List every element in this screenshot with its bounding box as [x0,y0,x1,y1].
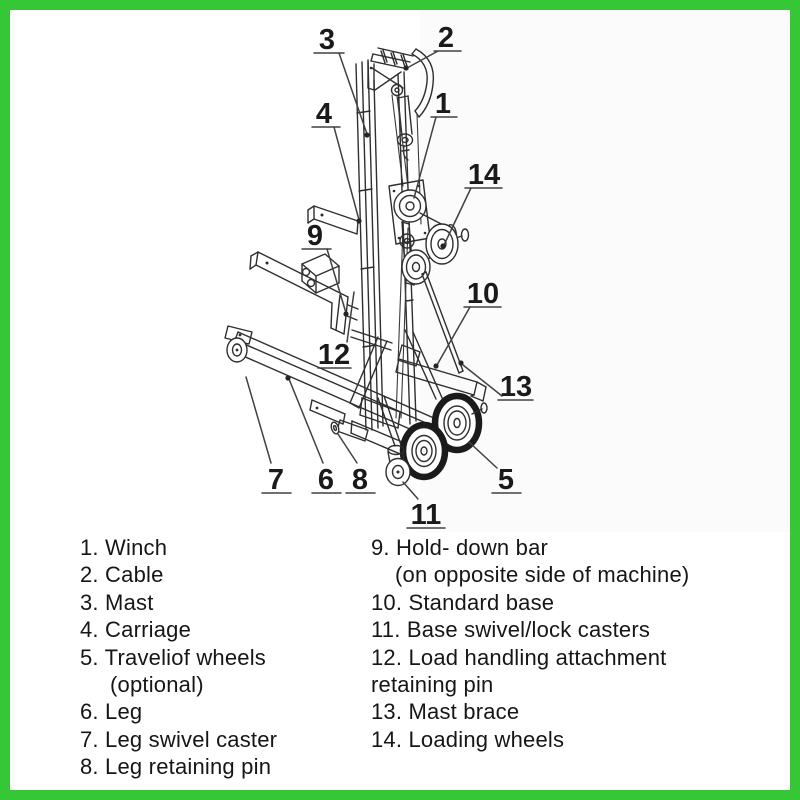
callout-1: 1 [413,88,458,199]
legend-item: 5. Traveliof wheels [80,644,266,670]
legend-item: 6. Leg [80,699,143,725]
legend-right-column: 9. Hold- down bar (on opposite side of m… [371,534,781,753]
svg-text:10: 10 [467,278,499,310]
svg-text:13: 13 [500,371,532,403]
svg-text:12: 12 [318,339,350,371]
load-attachment-drawing [249,251,359,335]
callout-14: 14 [440,159,503,249]
svg-text:3: 3 [319,24,335,56]
callout-2: 2 [403,22,462,71]
svg-text:14: 14 [468,159,500,191]
paper-tint [420,10,790,532]
legend-item: 8. Leg retaining pin [80,754,272,780]
svg-text:9: 9 [307,220,323,252]
svg-text:5: 5 [498,464,514,496]
callouts: 1 2 3 4 5 [245,22,534,531]
legend-item: 14. Loading wheels [371,726,565,752]
machine-drawing [224,47,488,487]
callout-5: 5 [468,441,522,496]
svg-text:11: 11 [411,499,442,531]
legend-left-column: 1. Winch 2. Cable 3. Mast 4. Carriage 5.… [80,534,370,781]
legend-item: 9. Hold- down bar [371,535,549,560]
hold-down-bar-drawing [307,205,359,235]
retaining-pin-drawing [330,421,340,435]
mast-brace-drawing [421,271,464,374]
callout-12: 12 [317,291,355,371]
legend-item-continuation: (on opposite side of machine) [395,562,690,588]
callout-9: 9 [301,220,349,317]
legend-item: 2. Cable [80,562,164,588]
svg-text:1: 1 [435,88,451,120]
svg-text:2: 2 [438,22,454,54]
legend-item: 1. Winch [80,535,168,560]
legend-item-continuation: retaining pin [371,672,494,698]
base-caster-drawing [385,444,411,487]
legend-item: 4. Carriage [80,617,192,643]
callout-6: 6 [285,375,342,496]
svg-text:7: 7 [268,464,284,496]
legend-item: 10. Standard base [371,589,555,615]
base-beam-drawing [395,344,487,402]
legend-item: 3. Mast [80,589,154,615]
callout-4: 4 [311,98,362,224]
svg-text:8: 8 [352,464,368,496]
callout-7: 7 [245,376,292,496]
svg-text:6: 6 [318,464,334,496]
callout-10: 10 [433,278,502,369]
legend-item: 11. Base swivel/lock casters [371,617,651,643]
callout-3: 3 [313,24,370,138]
legend-item: 12. Load handling attachment [371,644,667,670]
callout-13: 13 [458,360,534,403]
callout-11: 11 [402,481,446,531]
head-assembly-drawing [367,47,435,118]
callout-8: 8 [337,433,376,496]
legend-item: 13. Mast brace [371,699,520,725]
travel-wheels-drawing [399,392,488,481]
legend-item: 7. Leg swivel caster [80,726,278,752]
leg-caster-drawing [224,325,253,363]
legend-item-continuation: (optional) [110,672,204,698]
svg-text:4: 4 [316,98,332,130]
